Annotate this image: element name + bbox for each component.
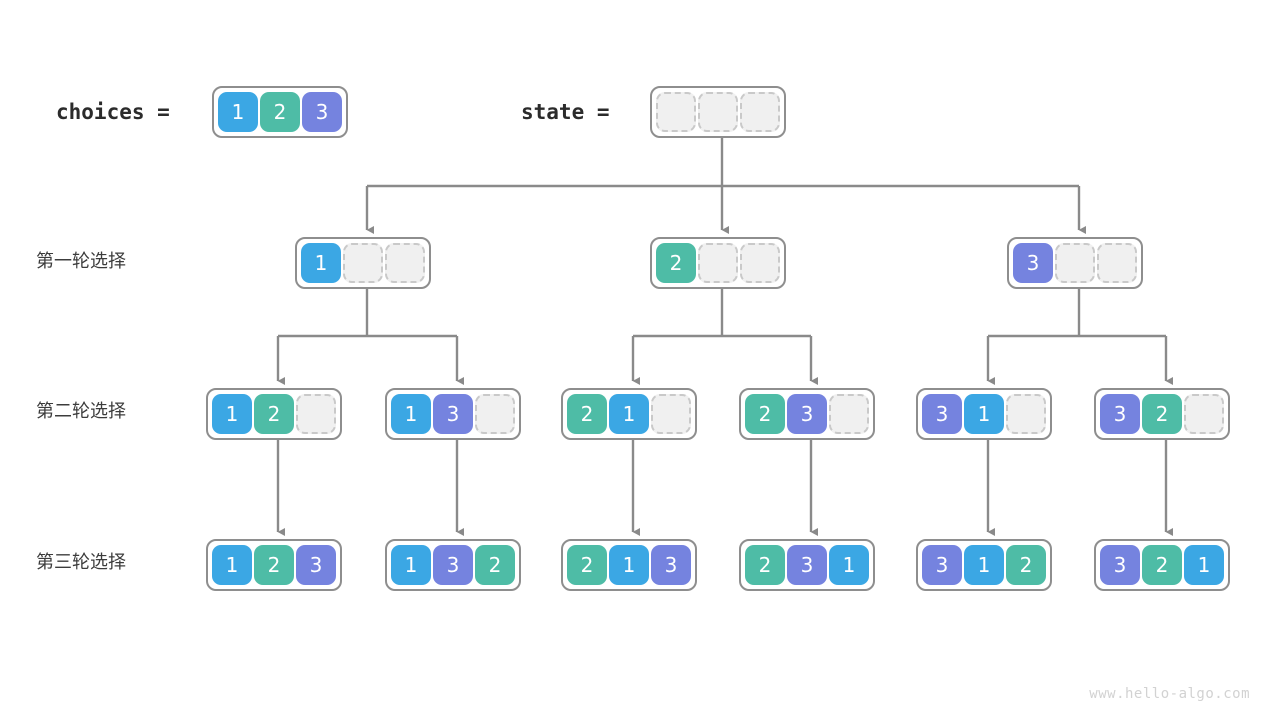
level-2-node-21-cell-0: 2 [567, 394, 607, 434]
row-label-level-3: 第三轮选择 [36, 552, 126, 573]
level-3-node-312-cell-0: 3 [922, 545, 962, 585]
level-1-node-3-container: 3 [1007, 237, 1143, 289]
level-1-node-2-cell-1 [698, 243, 738, 283]
level-2-node-31-cell-1: 1 [964, 394, 1004, 434]
level-3-node-123-cell-2: 3 [296, 545, 336, 585]
level-2-node-12-cell-1: 2 [254, 394, 294, 434]
level-2-node-31-cell-2 [1006, 394, 1046, 434]
level-1-node-2-cell-0: 2 [656, 243, 696, 283]
level-1-node-2: 2 [650, 237, 786, 289]
level-1-node-3-cell-2 [1097, 243, 1137, 283]
level-3-node-123-cell-1: 2 [254, 545, 294, 585]
level-3-node-132-cell-2: 2 [475, 545, 515, 585]
level-1-node-1: 1 [295, 237, 431, 289]
level-2-node-32-cell-1: 2 [1142, 394, 1182, 434]
level-3-node-231-cell-2: 1 [829, 545, 869, 585]
level-2-node-32-cell-0: 3 [1100, 394, 1140, 434]
level-1-node-1-cell-0: 1 [301, 243, 341, 283]
state-cell-1 [698, 92, 738, 132]
level-2-node-13-cell-2 [475, 394, 515, 434]
level-3-node-123-cell-0: 1 [212, 545, 252, 585]
level-1-node-2-container: 2 [650, 237, 786, 289]
row-label-level-2: 第二轮选择 [36, 401, 126, 422]
level-2-node-31-cell-0: 3 [922, 394, 962, 434]
level-3-node-213-cell-1: 1 [609, 545, 649, 585]
level-3-node-312-cell-1: 1 [964, 545, 1004, 585]
level-1-node-1-container: 1 [295, 237, 431, 289]
level-1-node-3: 3 [1007, 237, 1143, 289]
level-1-node-3-cell-1 [1055, 243, 1095, 283]
choices-cell-0: 1 [218, 92, 258, 132]
level-1-node-1-cell-1 [343, 243, 383, 283]
level-2-node-23-cell-2 [829, 394, 869, 434]
state-container [650, 86, 786, 138]
choices-cell-1: 2 [260, 92, 300, 132]
choices-cell-2: 3 [302, 92, 342, 132]
state-cell-0 [656, 92, 696, 132]
state-label: state = [521, 100, 610, 124]
level-3-node-132-cell-1: 3 [433, 545, 473, 585]
level-3-node-132-cell-0: 1 [391, 545, 431, 585]
level-1-node-3-cell-0: 3 [1013, 243, 1053, 283]
level-3-node-213-cell-2: 3 [651, 545, 691, 585]
level-2-node-12-cell-2 [296, 394, 336, 434]
level-2-node-13-cell-1: 3 [433, 394, 473, 434]
state-array [650, 86, 786, 138]
level-3-node-231-cell-1: 3 [787, 545, 827, 585]
state-cell-2 [740, 92, 780, 132]
level-1-node-2-cell-2 [740, 243, 780, 283]
level-2-node-21-cell-1: 1 [609, 394, 649, 434]
level-2-node-23-cell-0: 2 [745, 394, 785, 434]
level-1-node-1-cell-2 [385, 243, 425, 283]
level-3-node-321-cell-2: 1 [1184, 545, 1224, 585]
level-3-node-321-cell-1: 2 [1142, 545, 1182, 585]
choices-label: choices = [56, 100, 170, 124]
level-3-node-312-cell-2: 2 [1006, 545, 1046, 585]
level-2-node-21-cell-2 [651, 394, 691, 434]
level-2-node-13-cell-0: 1 [391, 394, 431, 434]
level-2-node-32-cell-2 [1184, 394, 1224, 434]
row-label-level-1: 第一轮选择 [36, 251, 126, 272]
level-2-node-12-cell-0: 1 [212, 394, 252, 434]
level-2-node-23-cell-1: 3 [787, 394, 827, 434]
level-3-node-231-cell-0: 2 [745, 545, 785, 585]
level-3-node-321-cell-0: 3 [1100, 545, 1140, 585]
level-3-node-213-cell-0: 2 [567, 545, 607, 585]
watermark: www.hello-algo.com [1089, 686, 1250, 702]
